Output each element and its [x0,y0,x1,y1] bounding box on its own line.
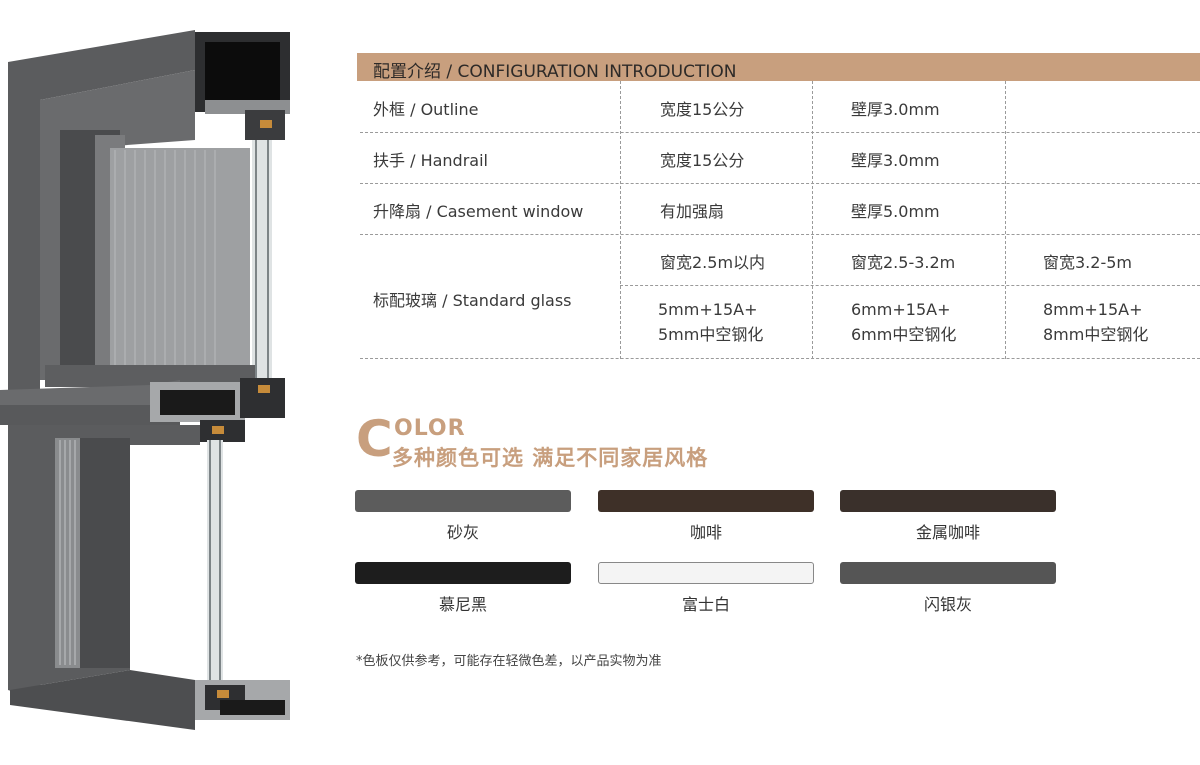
color-title-letters: OLOR [394,416,466,441]
cell-outline-width: 宽度15公分 [660,100,745,119]
glass-spec-1-line2: 5mm中空钢化 [658,325,764,344]
swatch-munich-black [355,562,571,584]
table-divider [812,81,813,359]
cell-outline-thickness: 壁厚3.0mm [851,100,940,119]
table-divider [360,183,1200,184]
color-title-big-letter: C [356,410,393,468]
row-label-handrail: 扶手 / Handrail [373,151,488,170]
cell-casement-reinforce: 有加强扇 [660,202,725,221]
cell-handrail-thickness: 壁厚3.0mm [851,151,940,170]
swatch-sand-gray [355,490,571,512]
row-label-glass: 标配玻璃 / Standard glass [373,291,572,310]
swatch-metal-coffee [840,490,1056,512]
config-header-bar: 配置介绍 / CONFIGURATION INTRODUCTION [357,53,1200,82]
swatch-label-sand-gray: 砂灰 [446,523,479,542]
table-divider [620,81,621,359]
color-section-title: C OLOR 多种颜色可选 满足不同家居风格 [356,414,756,470]
glass-spec-2-line2: 6mm中空钢化 [851,325,957,344]
table-divider [360,358,1200,359]
glass-spec-3-line1: 8mm+15A+ [1043,300,1143,319]
glass-width-1: 窗宽2.5m以内 [660,253,766,272]
config-title: 配置介绍 / CONFIGURATION INTRODUCTION [373,62,737,82]
swatch-label-metal-coffee: 金属咖啡 [915,523,980,542]
table-divider [620,285,1200,286]
row-label-casement: 升降扇 / Casement window [373,202,584,221]
swatch-fuji-white [598,562,814,584]
glass-spec-2-line1: 6mm+15A+ [851,300,951,319]
glass-width-2: 窗宽2.5-3.2m [851,253,956,272]
cell-handrail-width: 宽度15公分 [660,151,745,170]
swatch-label-coffee: 咖啡 [689,523,722,542]
table-divider [1005,81,1006,359]
glass-width-3: 窗宽3.2-5m [1043,253,1132,272]
swatch-flash-silver-gray [840,562,1056,584]
swatch-label-munich-black: 慕尼黑 [438,595,487,614]
color-subtitle: 多种颜色可选 满足不同家居风格 [392,446,709,470]
cell-casement-thickness: 壁厚5.0mm [851,202,940,221]
swatch-label-fuji-white: 富士白 [681,595,730,614]
glass-spec-3-line2: 8mm中空钢化 [1043,325,1149,344]
color-disclaimer: *色板仅供参考，可能存在轻微色差，以产品实物为准 [356,654,662,669]
window-profile-illustration [0,30,290,730]
swatch-label-flash-silver-gray: 闪银灰 [923,595,972,614]
table-divider [360,132,1200,133]
glass-spec-1-line1: 5mm+15A+ [658,300,758,319]
table-divider [360,234,1200,235]
row-label-outline: 外框 / Outline [373,100,479,119]
swatch-coffee [598,490,814,512]
